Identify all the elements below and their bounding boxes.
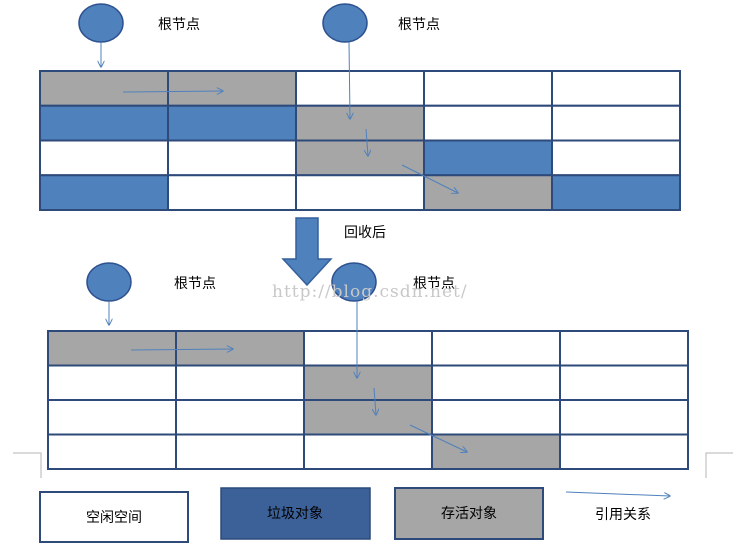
legend-garbage-label: 垃圾对象 — [267, 506, 323, 522]
before-cell-free — [423, 70, 553, 107]
before-cell-free — [167, 139, 297, 177]
memory-grid-before — [39, 70, 681, 211]
ref-arrow-d2-e2 — [409, 424, 467, 452]
before-cell-garbage — [167, 104, 297, 142]
root-node-label-1: 根节点 — [158, 17, 200, 33]
after-cell-free — [431, 399, 561, 436]
root-node-label-2: 根节点 — [398, 17, 440, 33]
after-cell-alive — [303, 364, 433, 401]
legend: 空闲空间 垃圾对象 存活对象 引用关系 — [39, 487, 670, 543]
after-cell-free — [559, 433, 689, 470]
after-cell-alive — [175, 330, 305, 367]
before-cell-free — [551, 70, 681, 107]
before-cell-alive — [167, 70, 297, 107]
before-cell-garbage — [551, 174, 681, 211]
ref-arrow-a-b — [122, 91, 223, 92]
reference-arrows-after — [109, 301, 467, 452]
after-cell-free — [175, 433, 305, 470]
legend-alive-label: 存活对象 — [441, 506, 497, 522]
ref-arrow-a2-b2 — [130, 349, 233, 350]
after-cell-free — [431, 330, 561, 367]
collection-down-arrow — [281, 217, 333, 287]
memory-grid-after — [47, 330, 689, 470]
page-corner-mark-left — [13, 452, 42, 478]
before-cell-free — [295, 70, 425, 107]
before-cell-alive — [39, 70, 169, 107]
before-cell-garbage — [39, 174, 169, 211]
before-cell-free — [551, 139, 681, 177]
after-cell-free — [559, 364, 689, 401]
after-cell-free — [47, 399, 177, 436]
ref-arrow-c2-d2 — [374, 387, 376, 415]
after-cell-free — [559, 330, 689, 367]
before-cell-free — [39, 139, 169, 177]
legend-reference-label: 引用关系 — [595, 507, 651, 523]
legend-free-swatch — [39, 491, 189, 543]
root-node-3 — [86, 262, 132, 302]
ref-arrow-d-e — [401, 164, 458, 193]
after-cell-alive — [303, 399, 433, 436]
after-cell-free — [175, 399, 305, 436]
before-cell-alive — [295, 104, 425, 142]
before-cell-free — [167, 174, 297, 211]
before-cell-free — [295, 174, 425, 211]
root-node-4 — [331, 262, 377, 302]
before-cell-garbage — [423, 139, 553, 177]
reference-arrows-before — [101, 41, 458, 193]
after-cell-free — [47, 433, 177, 470]
legend-free-label: 空闲空间 — [86, 510, 142, 526]
after-cell-free — [431, 364, 561, 401]
before-cell-free — [551, 104, 681, 142]
after-cell-alive — [47, 330, 177, 367]
before-cell-alive — [295, 139, 425, 177]
before-cell-free — [423, 104, 553, 142]
page-corner-mark-right — [705, 452, 733, 478]
after-cell-free — [303, 330, 433, 367]
after-cell-alive — [431, 433, 561, 470]
legend-garbage-swatch — [220, 487, 371, 540]
legend-alive-swatch — [394, 487, 544, 540]
watermark: http://blog.csdn.net/ — [272, 282, 468, 302]
root-node-2 — [322, 3, 368, 43]
root-node-1 — [78, 3, 124, 43]
before-cell-garbage — [39, 104, 169, 142]
root-node-label-3: 根节点 — [174, 276, 216, 292]
ref-arrow-c-d — [366, 128, 368, 156]
root-node-label-4: 根节点 — [413, 276, 455, 292]
legend-reference-arrow — [565, 491, 670, 496]
after-cell-free — [47, 364, 177, 401]
ref-arrow-root2 — [349, 41, 350, 119]
before-cell-alive — [423, 174, 553, 211]
after-cell-free — [175, 364, 305, 401]
after-cell-free — [303, 433, 433, 470]
after-cell-free — [559, 399, 689, 436]
after-collection-label: 回收后 — [344, 225, 386, 241]
